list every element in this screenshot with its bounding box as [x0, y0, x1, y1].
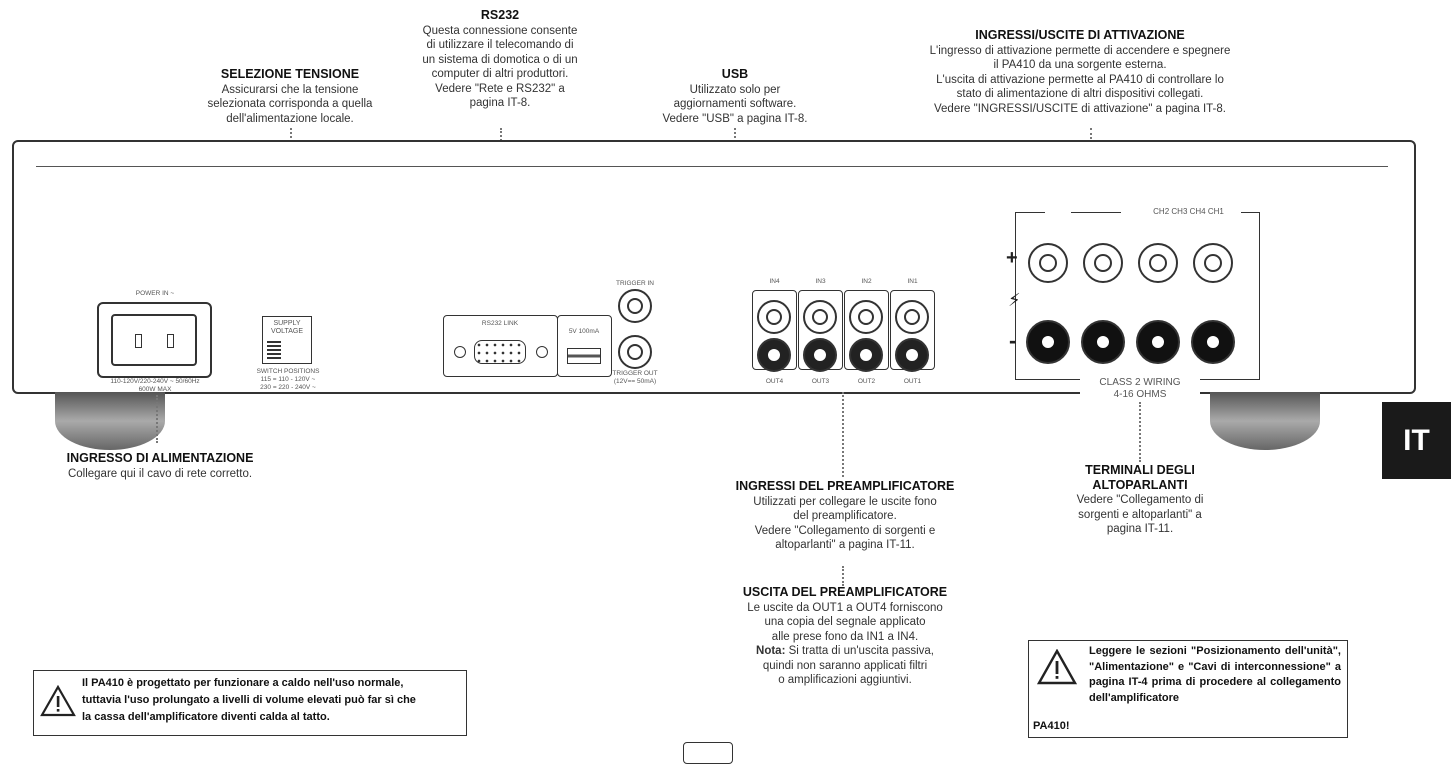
usb-port[interactable] — [567, 348, 601, 364]
power-inlet[interactable] — [97, 302, 212, 378]
rs232-port-label: RS232 LINK — [481, 320, 519, 327]
usb-text: Utilizzato solo per aggiornamenti softwa… — [662, 83, 808, 125]
speakers-label: TERMINALI DEGLI ALTOPARLANTI Vedere "Col… — [1045, 463, 1235, 537]
input-in4-jack[interactable] — [757, 300, 791, 334]
preamp-out-label: USCITA DEL PREAMPLIFICATORE Le uscite da… — [720, 585, 970, 688]
preamp-out-heading: USCITA DEL PREAMPLIFICATORE — [742, 585, 948, 599]
output-out3-label: OUT3 — [811, 378, 830, 385]
speakers-text: Vedere "Collegamento di sorgenti e altop… — [1076, 494, 1204, 535]
warning-right-end: PA410! — [1033, 720, 1070, 732]
speaker-minus-4[interactable] — [1191, 320, 1235, 364]
output-out4-jack[interactable] — [757, 338, 791, 372]
preamp-out-note: Si tratta di un'uscita passiva, quindi n… — [762, 645, 934, 686]
speaker-plus-4[interactable] — [1193, 243, 1233, 283]
power-heading: INGRESSO DI ALIMENTAZIONE — [66, 451, 254, 465]
warning-right-text: Leggere le sezioni "Posizionamento dell'… — [1089, 645, 1341, 704]
output-out1-label: OUT1 — [903, 378, 922, 385]
warning-right: Leggere le sezioni "Posizionamento dell'… — [1028, 640, 1348, 738]
supply-switch[interactable]: SUPPLY VOLTAGE — [262, 316, 312, 364]
speaker-plus-3[interactable] — [1138, 243, 1178, 283]
warning-triangle-icon — [40, 685, 76, 717]
rs232-text: Questa connessione consente di utilizzar… — [422, 24, 578, 110]
minus-sign: - — [1009, 328, 1017, 353]
power-inlet-label: POWER IN ~ — [135, 290, 175, 297]
power-rating: 110-120V/220-240V ~ 50/60Hz 600W MAX — [110, 378, 200, 393]
input-in2-jack[interactable] — [849, 300, 883, 334]
trigger-label: INGRESSI/USCITE DI ATTIVAZIONE L'ingress… — [890, 28, 1270, 116]
preamp-in-label: INGRESSI DEL PREAMPLIFICATORE Utilizzati… — [725, 479, 965, 553]
trigger-in-label: TRIGGER IN — [616, 280, 654, 287]
input-in3-label: IN3 — [798, 278, 843, 286]
trigger-in-jack[interactable] — [618, 289, 652, 323]
trigger-heading: INGRESSI/USCITE DI ATTIVAZIONE — [975, 28, 1185, 42]
rs232-label: RS232 Questa connessione consente di uti… — [375, 8, 625, 111]
speaker-minus-3[interactable] — [1136, 320, 1180, 364]
warning-left-text: Il PA410 è progettato per funzionare a c… — [82, 677, 416, 723]
input-in2-label: IN2 — [844, 278, 889, 286]
input-in4-label: IN4 — [752, 278, 797, 286]
switch-positions: SWITCH POSITIONS 115 = 110 - 120V ~ 230 … — [256, 368, 320, 391]
input-in1-jack[interactable] — [895, 300, 929, 334]
left-foot — [55, 392, 165, 450]
speaker-leader — [1139, 402, 1141, 462]
bolt-icon: ⚡︎ — [1008, 290, 1021, 310]
rear-panel — [12, 140, 1416, 394]
preamp-out-note-label: Nota: — [756, 645, 786, 657]
rs232-heading: RS232 — [480, 8, 520, 22]
usb-port-label: 5V 100mA — [568, 328, 600, 335]
preamp-out-text: Le uscite da OUT1 a OUT4 forniscono una … — [747, 601, 943, 643]
plus-sign: + — [1006, 247, 1018, 269]
preamp-out-leader — [842, 566, 844, 586]
output-out3-jack[interactable] — [803, 338, 837, 372]
channels-label: CH2 CH3 CH4 CH1 — [1153, 207, 1224, 216]
preamp-io-block: IN4 IN3 IN2 IN1 OUT4 OUT3 OUT2 OUT1 — [752, 278, 937, 385]
supply-heading: SELEZIONE TENSIONE — [220, 67, 360, 81]
preamp-leader — [842, 392, 844, 477]
rs232-port[interactable] — [474, 340, 526, 364]
class2-wiring: CLASS 2 WIRING 4-16 OHMS — [1080, 377, 1200, 401]
speaker-plus-1[interactable] — [1028, 243, 1068, 283]
trigger-out-jack[interactable] — [618, 335, 652, 369]
output-out2-label: OUT2 — [857, 378, 876, 385]
trigger-out-label: TRIGGER OUT (12V== 50mA) — [612, 370, 658, 385]
usb-panel: 5V 100mA — [557, 315, 612, 377]
speaker-plus-2[interactable] — [1083, 243, 1123, 283]
panel-top-edge — [36, 152, 1388, 167]
speaker-minus-1[interactable] — [1026, 320, 1070, 364]
language-tab: IT — [1382, 402, 1451, 479]
preamp-in-text: Utilizzati per collegare le uscite fono … — [753, 495, 937, 552]
input-in3-jack[interactable] — [803, 300, 837, 334]
output-out4-label: OUT4 — [765, 378, 784, 385]
page-number-box — [683, 742, 733, 764]
warning-left: Il PA410 è progettato per funzionare a c… — [33, 670, 467, 736]
power-text: Collegare qui il cavo di rete corretto. — [67, 467, 253, 480]
preamp-in-heading: INGRESSI DEL PREAMPLIFICATORE — [735, 479, 955, 493]
usb-heading: USB — [721, 67, 749, 81]
rs232-panel: RS232 LINK — [443, 315, 558, 377]
trigger-text: L'ingresso di attivazione permette di ac… — [929, 44, 1231, 115]
supply-text: Assicurarsi che la tensione selezionata … — [207, 83, 373, 125]
warning-triangle-icon — [1037, 649, 1077, 685]
output-out1-jack[interactable] — [895, 338, 929, 372]
output-out2-jack[interactable] — [849, 338, 883, 372]
right-foot — [1210, 392, 1320, 450]
speakers-heading: TERMINALI DEGLI ALTOPARLANTI — [1085, 463, 1195, 492]
power-label: INGRESSO DI ALIMENTAZIONE Collegare qui … — [40, 451, 280, 481]
supply-label: SELEZIONE TENSIONE Assicurarsi che la te… — [165, 67, 415, 126]
speaker-minus-2[interactable] — [1081, 320, 1125, 364]
power-leader — [156, 395, 158, 443]
input-in1-label: IN1 — [890, 278, 935, 286]
usb-label: USB Utilizzato solo per aggiornamenti so… — [630, 67, 840, 126]
supply-switch-label: SUPPLY VOLTAGE — [270, 320, 304, 335]
